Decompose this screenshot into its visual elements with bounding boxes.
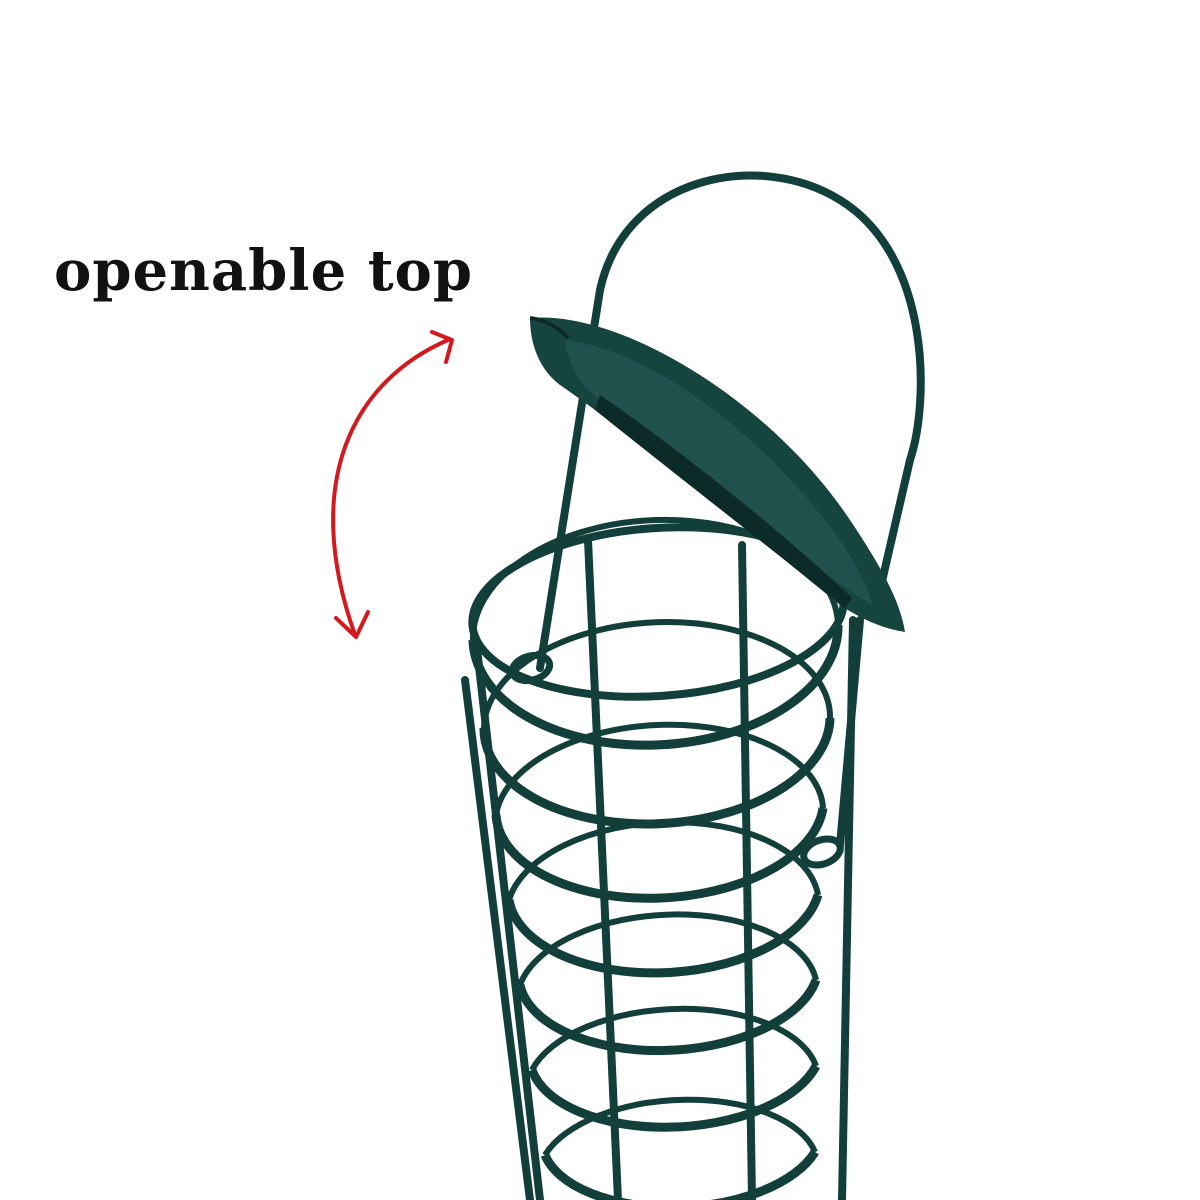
hanger-wire bbox=[536, 171, 925, 672]
bird-feeder-cage-icon bbox=[461, 171, 925, 1200]
curved-double-arrow-icon bbox=[331, 330, 454, 639]
openable-top-caption: openable top bbox=[54, 238, 474, 304]
rings-front bbox=[468, 624, 843, 1200]
vertical-rods bbox=[461, 536, 857, 1200]
feeder-lid bbox=[529, 316, 905, 632]
